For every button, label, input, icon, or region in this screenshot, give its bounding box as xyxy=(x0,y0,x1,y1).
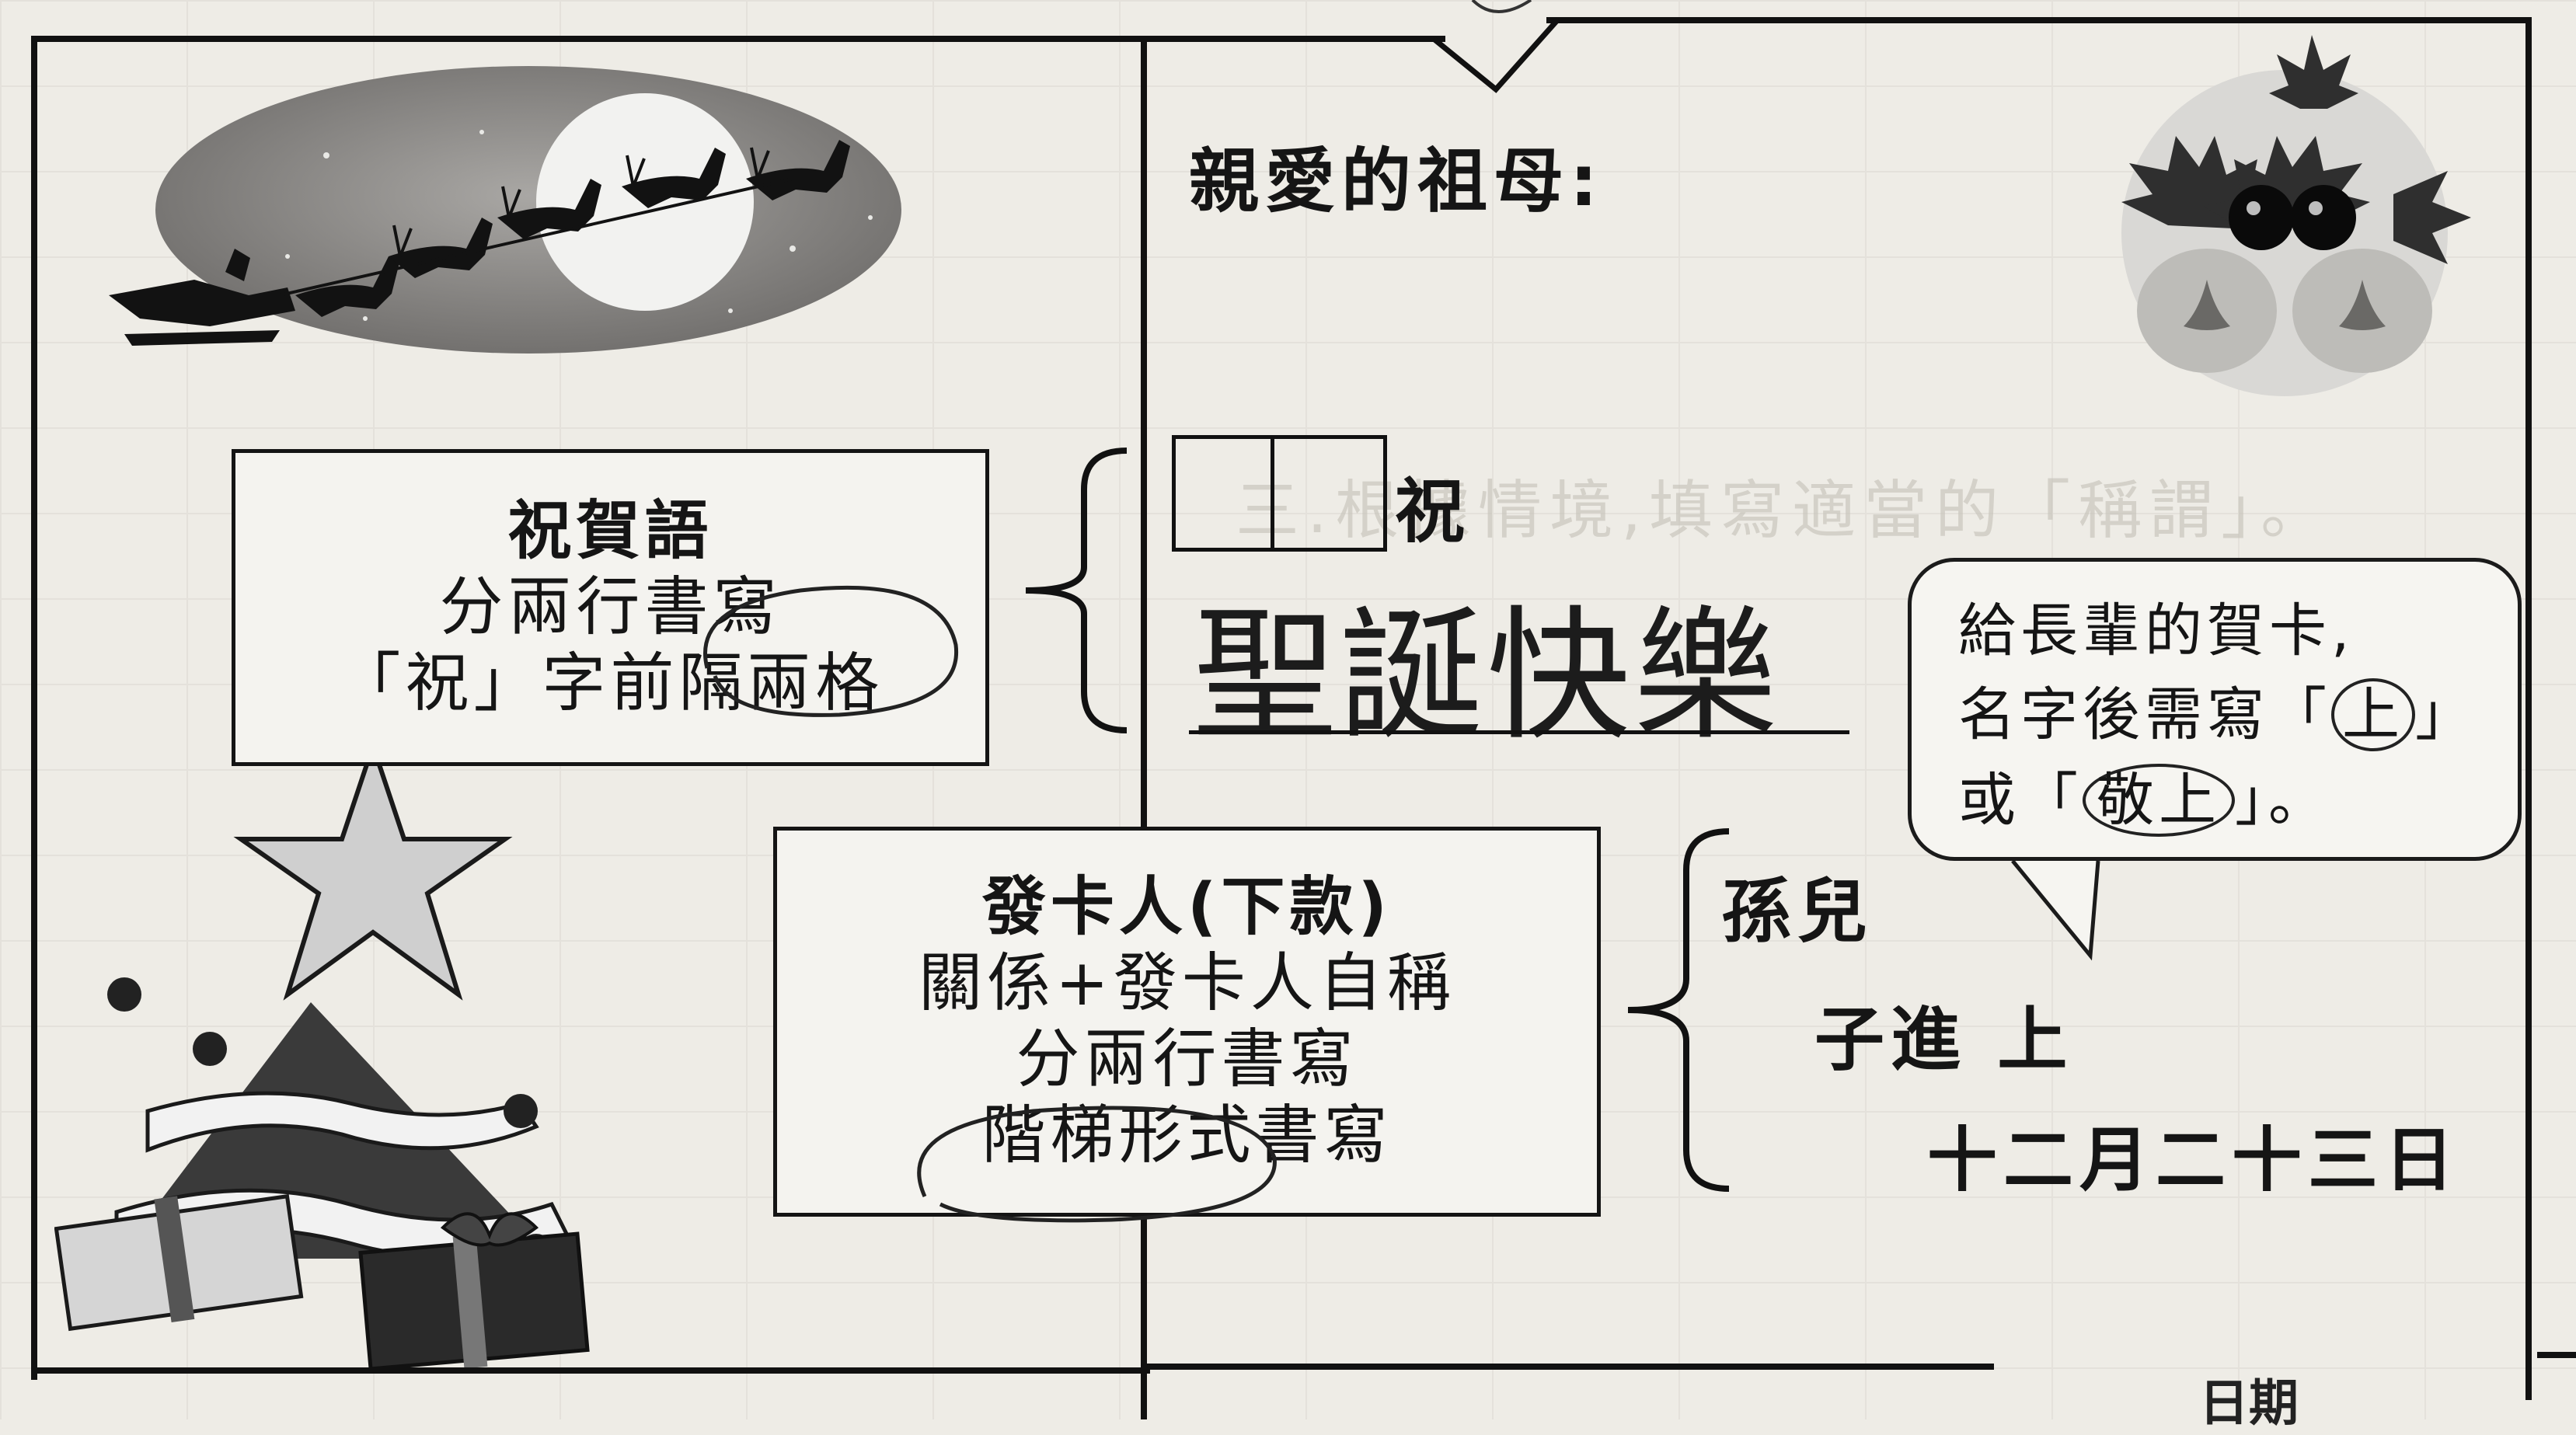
greeting-box-title: 祝賀語 xyxy=(507,494,713,568)
frame-divider xyxy=(1141,36,1147,1419)
bubble-line-3-pre: 或「 xyxy=(1958,767,2083,834)
sender-box-title: 發卡人(下款) xyxy=(982,870,1392,944)
sender-box-line-2: 關係+發卡人自稱 xyxy=(919,946,1455,1020)
bubble-tail-icon xyxy=(2011,859,2100,961)
blessing-char: 祝 xyxy=(1395,471,1471,552)
frame-top-left xyxy=(31,36,1445,42)
handwritten-greeting: 聖誕快樂 xyxy=(1193,592,1780,760)
christmas-bells-holly-icon xyxy=(2121,35,2471,396)
bubble-line-1: 給長輩的賀卡, xyxy=(1958,597,2355,664)
signer: 子進 上 xyxy=(1814,999,2074,1081)
frame-bottom-left xyxy=(31,1367,1150,1374)
frame-left xyxy=(31,36,37,1380)
frame-top-right xyxy=(1546,17,2525,23)
santa-sleigh-moon-icon xyxy=(109,66,901,354)
bubble-line-3-post: 」。 xyxy=(2235,767,2330,834)
bubble-line-2-post: 」 xyxy=(2415,681,2477,748)
sender-instruction-box: 發卡人(下款) 關係+發卡人自稱 分兩行書寫 階梯形式書寫 xyxy=(773,827,1601,1217)
left-brace-icon-2 xyxy=(1627,828,1730,1192)
left-brace-icon xyxy=(1025,448,1128,733)
corner-line xyxy=(2537,1352,2576,1358)
sender-box-line-3: 分兩行書寫 xyxy=(1016,1022,1358,1096)
date: 十二月二十三日 xyxy=(1927,1120,2460,1201)
bleed-through-heading: 三.根據情境,填寫適當的「稱謂」。 xyxy=(1236,474,2333,548)
bubble-line-2: 名字後需寫「上」 xyxy=(1958,677,2477,753)
bubble-circled-2: 敬上 xyxy=(2083,764,2235,837)
greeting-underline xyxy=(1189,730,1849,734)
blank-box-1 xyxy=(1172,435,1274,552)
greeting-instruction-box: 祝賀語 分兩行書寫 「祝」字前隔兩格 xyxy=(232,449,989,766)
greeting-box-line-2: 分兩行書寫 xyxy=(439,570,782,644)
relation: 孫兒 xyxy=(1721,871,1874,953)
bubble-circled-1: 上 xyxy=(2331,678,2415,751)
hand-drawn-circle-icon-2 xyxy=(917,1106,1277,1223)
salutation: 親愛的祖母: xyxy=(1189,141,1604,222)
frame-bottom-right xyxy=(1147,1364,1994,1370)
hand-drawn-circle-icon xyxy=(703,585,959,717)
bubble-line-2-pre: 名字後需寫「 xyxy=(1958,681,2331,748)
top-notch-icon xyxy=(1431,0,1560,93)
greeting-box-line-3: 「祝」字前隔兩格 xyxy=(336,646,884,720)
bubble-line-3: 或「敬上」。 xyxy=(1958,762,2330,838)
blank-box-2 xyxy=(1271,435,1387,552)
corner-label: 日期 xyxy=(2199,1375,2299,1433)
christmas-tree-gifts-icon xyxy=(54,746,590,1367)
frame-right xyxy=(2525,17,2532,1400)
speech-bubble: 給長輩的賀卡, 名字後需寫「上」 或「敬上」。 xyxy=(1908,558,2522,861)
